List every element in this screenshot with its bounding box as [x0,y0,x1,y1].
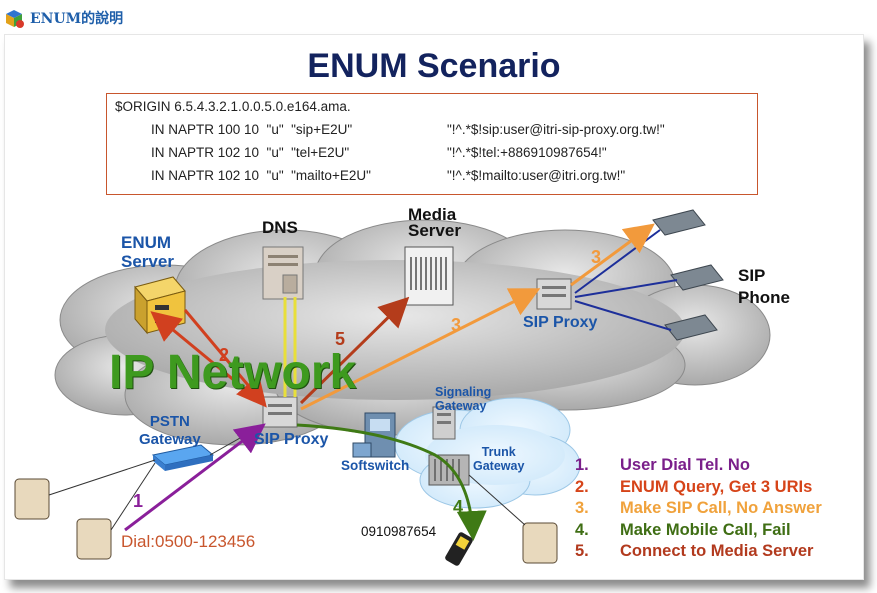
arrow-label-3: 3 [451,315,461,335]
label-line: Gateway [435,399,487,413]
step-item: 1. User Dial Tel. No [575,455,822,477]
step-list: 1. User Dial Tel. No 2. ENUM Query, Get 3 U… [575,455,822,563]
label-line: PSTN [149,413,190,430]
arrow-label-2: 2 [219,345,229,365]
sip-proxy-right-icon [536,278,572,310]
label-line: Phone [738,288,790,307]
naptr-entry: IN NAPTR 102 10 "u" "tel+E2U" [151,145,350,160]
network-diagram: 1 2 3 3 4 5 [14,209,771,566]
media-server-icon [404,246,454,306]
step-text: User Dial Tel. No [620,456,750,475]
signaling-gateway-label: Signaling Gateway [435,385,491,413]
dns-record-box: $ORIGIN 6.5.4.3.2.1.0.0.5.0.e164.ama. IN… [106,93,758,195]
arrow-label-3b: 3 [591,247,601,267]
enum-server-label: ENUM Server [121,233,174,271]
label-line: Media [408,205,457,224]
label-line: Server [121,252,174,271]
trunk-gateway-label: Trunk Gateway [473,445,524,473]
label-line: SIP [738,266,766,285]
sip-proxy-center-label: SIP Proxy [254,431,329,448]
header-title: ENUM的說明 [30,11,124,27]
step-item: 4. Make Mobile Call, Fail [575,520,822,542]
label-line: Signaling [435,385,492,399]
naptr-regex: "!^.*$!sip:user@itri-sip-proxy.org.tw!" [447,122,665,137]
step-number: 3. [575,499,589,518]
pstn-gateway-icon [151,444,215,471]
slide-title: ENUM Scenario [307,47,561,85]
enum-server-icon [134,276,186,335]
trunk-gateway-icon [428,454,470,486]
step-item: 5. Connect to Media Server [575,541,822,563]
label-line: Gateway [139,431,201,448]
label-line: Server [408,221,461,240]
arrow-label-1: 1 [133,491,143,511]
sip-proxy-center-icon [262,396,298,428]
naptr-regex: "!^.*$!mailto:user@itri.org.tw!" [447,168,626,183]
step-number: 4. [575,520,589,539]
step-text: ENUM Query, Get 3 URIs [620,477,813,496]
cube-logo-icon [6,10,24,28]
label-line: Trunk [481,445,516,459]
dns-label: DNS [262,218,298,237]
step-number: 2. [575,477,589,496]
slide-header: ENUM的說明 [2,4,123,32]
arrow-label-4: 4 [453,497,463,517]
pstn-gateway-label: PSTN Gateway [139,413,201,449]
step-text: Make Mobile Call, Fail [620,520,791,539]
step-text: Connect to Media Server [620,542,814,561]
step-item: 3. Make SIP Call, No Answer [575,498,822,520]
step-number: 5. [575,542,589,561]
telephone-icon [14,478,558,564]
sip-phone-label: SIP Phone [738,265,790,309]
naptr-entry: IN NAPTR 100 10 "u" "sip+E2U" [151,122,353,137]
label-line: Gateway [473,459,525,473]
step-item: 2. ENUM Query, Get 3 URIs [575,477,822,499]
dial-label: Dial:0500-123456 [121,532,256,551]
sip-phone-icon [652,209,724,341]
step-text: Make SIP Call, No Answer [620,499,822,518]
media-server-label: Media Server [408,205,461,240]
step-number: 1. [575,456,589,475]
connections [48,223,678,541]
mobile-number-label: 0910987654 [361,524,437,539]
naptr-regex: "!^.*$!tel:+886910987654!" [447,145,607,160]
sip-proxy-right-label: SIP Proxy [523,314,598,331]
softswitch-label: Softswitch [341,458,410,473]
dns-origin: $ORIGIN 6.5.4.3.2.1.0.0.5.0.e164.ama. [115,99,351,114]
signaling-gateway-icon [432,406,456,440]
mobile-phone-icon [445,532,473,566]
arrow-label-5: 5 [335,329,345,349]
naptr-entry: IN NAPTR 102 10 "u" "mailto+E2U" [151,168,371,183]
slide: 1 2 3 3 4 5 ENUM Scenario $ORIGIN 6.5.4.… [4,34,864,580]
dns-server-icon [262,246,304,300]
ip-network-label: IP Network [109,346,357,399]
label-line: ENUM [121,233,172,252]
